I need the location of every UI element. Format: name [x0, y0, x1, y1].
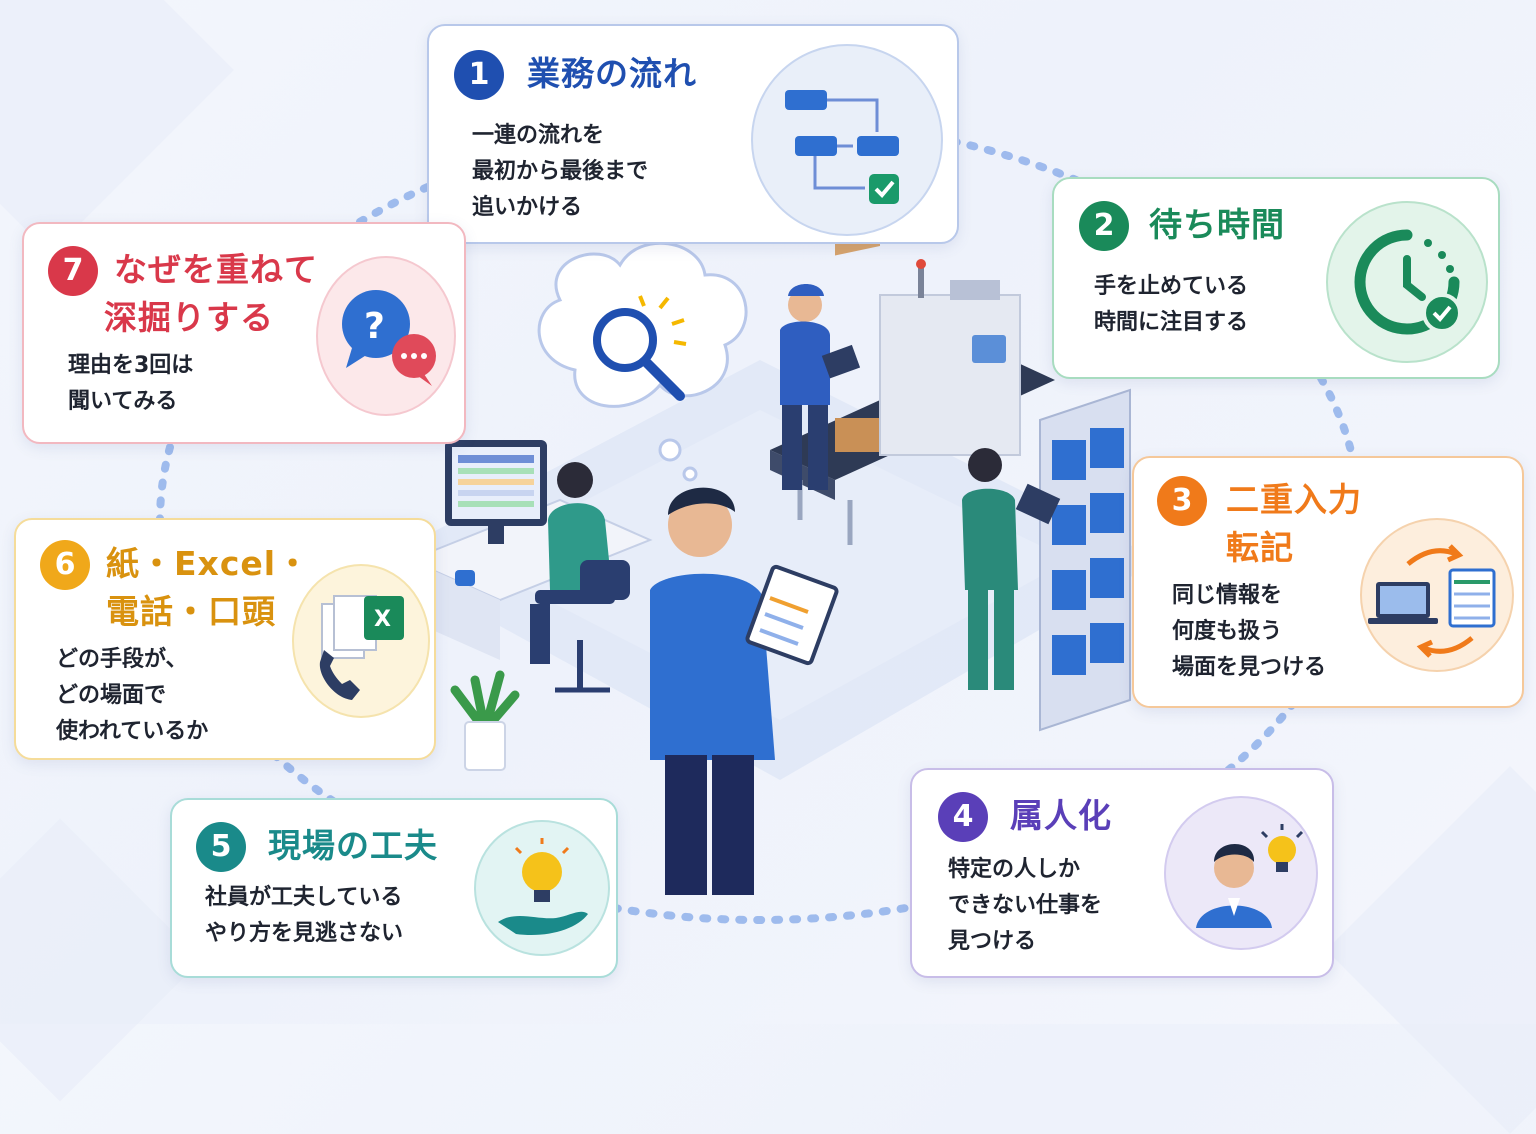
card-4-desc: 特定の人しか できない仕事を 見つける [948, 857, 1103, 954]
laptop-spreadsheet-sync-icon [1360, 518, 1514, 672]
badge-2: 2 [1079, 201, 1129, 251]
card-3-title-line2: 転記 [1226, 528, 1294, 567]
lightbulb-hand-icon [474, 820, 610, 956]
observer-with-clipboard-illustration [650, 487, 839, 895]
card-5-title: 現場の工夫 [268, 826, 438, 865]
card-6-desc: どの手段が、 どの場面で 使われているか [56, 647, 209, 744]
card-6-title-line2: 電話・口頭 [106, 592, 276, 631]
warehouse-shelf-illustration [962, 388, 1131, 732]
card-5-field-ingenuity: 5 現場の工夫 社員が工夫している やり方を見逃さない [170, 798, 618, 978]
card-1-title: 業務の流れ [527, 54, 697, 93]
phone-excel-icon: X [292, 564, 430, 718]
card-2-title: 待ち時間 [1149, 205, 1285, 244]
badge-5: 5 [196, 822, 246, 872]
magnifier-thought-bubble-icon [537, 241, 748, 482]
card-6-paper-excel-phone: 6 紙・Excel・ 電話・口頭 どの手段が、 どの場面で 使われているか X [14, 518, 436, 760]
card-1-desc: 一連の流れを 最初から最後まで 追いかける [472, 123, 649, 220]
card-3-desc: 同じ情報を 何度も扱う 場面を見つける [1172, 583, 1327, 680]
card-7-ask-why: 7 なぜを重ねて 深掘りする 理由を3回は 聞いてみる ? [22, 222, 466, 444]
flowchart-icon [751, 44, 943, 236]
badge-1: 1 [454, 50, 504, 100]
card-2-waiting-time: 2 待ち時間 手を止めている 時間に注目する [1052, 177, 1500, 379]
card-7-title-line1: なぜを重ねて [114, 250, 318, 289]
card-6-title-line1: 紙・Excel・ [106, 544, 311, 583]
office-worker-illustration [407, 440, 653, 771]
card-3-title-line1: 二重入力 [1226, 480, 1362, 519]
conveyor-machine-illustration [770, 207, 1055, 545]
badge-3: 3 [1157, 476, 1207, 526]
badge-7: 7 [48, 246, 98, 296]
card-5-desc: 社員が工夫している やり方を見逃さない [205, 885, 404, 946]
question-chat-icon: ? [316, 256, 456, 416]
badge-4: 4 [938, 792, 988, 842]
badge-6: 6 [40, 540, 90, 590]
svg-text:?: ? [364, 306, 385, 347]
card-2-desc: 手を止めている 時間に注目する [1094, 274, 1249, 335]
central-scene-illustration [156, 116, 1364, 924]
card-3-double-entry: 3 二重入力 転記 同じ情報を 何度も扱う 場面を見つける [1132, 456, 1524, 708]
card-1-workflow: 1 業務の流れ 一連の流れを 最初から最後まで 追いかける [427, 24, 959, 244]
card-7-title-line2: 深掘りする [104, 298, 274, 337]
card-4-title: 属人化 [1010, 796, 1112, 835]
svg-text:X: X [374, 607, 391, 632]
person-lightbulb-icon [1164, 796, 1318, 950]
card-7-desc: 理由を3回は 聞いてみる [68, 353, 194, 414]
clock-check-icon [1326, 201, 1488, 363]
card-4-person-dependency: 4 属人化 特定の人しか できない仕事を 見つける [910, 768, 1334, 978]
